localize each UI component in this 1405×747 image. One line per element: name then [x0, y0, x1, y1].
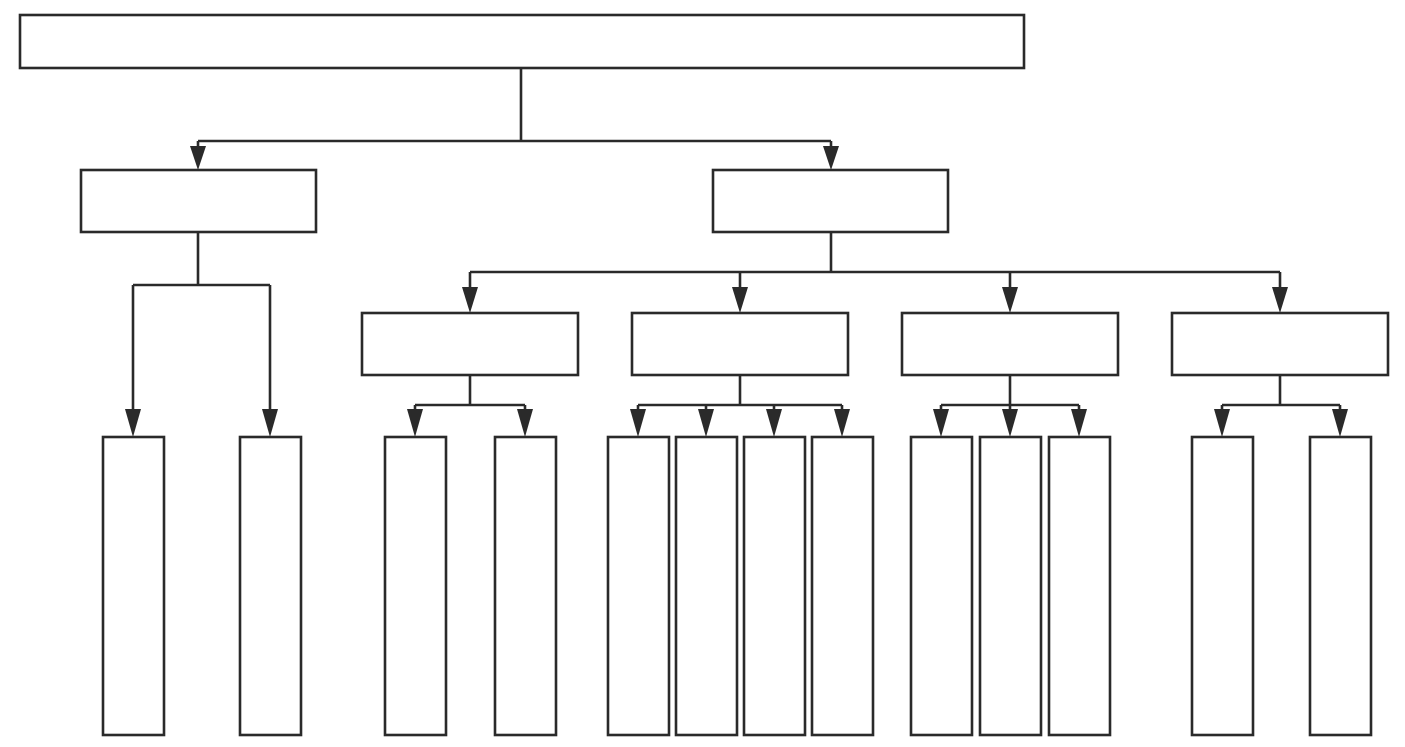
node-book-manage[interactable]: [711, 168, 950, 234]
node-leaf-edit-book-box[interactable]: [742, 435, 807, 737]
arrow-head-bookmanage: [823, 146, 839, 170]
arrow-head-leaf-confirm-return: [1071, 409, 1087, 437]
node-leaf-query-book-1[interactable]: [383, 435, 448, 737]
arrow-head-new-book-recommend: [462, 287, 478, 313]
node-leaf-query-book-3[interactable]: [909, 435, 974, 737]
node-book-borrow[interactable]: [630, 311, 850, 377]
node-leaf-edit-book[interactable]: [742, 435, 807, 737]
node-leaf-confirm-return-box[interactable]: [1047, 435, 1112, 737]
node-leaf-add-book[interactable]: [674, 435, 739, 737]
node-borrow-record-box[interactable]: [1170, 311, 1390, 377]
node-borrow-record[interactable]: [1170, 311, 1390, 377]
node-book-borrow-box[interactable]: [630, 311, 850, 377]
node-new-book-recommend-box[interactable]: [360, 311, 580, 377]
node-leaf-borrow-book-1-box[interactable]: [493, 435, 558, 737]
arrow-head-leaf-add-book: [698, 409, 714, 437]
arrow-head-leaf-borrow-book-2: [834, 409, 850, 437]
node-current-borrow-box[interactable]: [900, 311, 1120, 377]
node-leaf-query-record-box[interactable]: [1308, 435, 1373, 737]
node-leaf-query-book-2-box[interactable]: [606, 435, 671, 737]
node-leaf-return-book[interactable]: [978, 435, 1043, 737]
arrow-head-current-borrow: [1002, 287, 1018, 313]
arrow-head-leaf-user-logout: [262, 409, 278, 437]
node-leaf-user-login[interactable]: [101, 435, 166, 737]
node-leaf-borrow-book-1[interactable]: [493, 435, 558, 737]
node-leaf-user-logout[interactable]: [238, 435, 303, 737]
node-leaf-borrow-book-2[interactable]: [810, 435, 875, 737]
connectors: [125, 68, 1348, 437]
arrow-head-leaf-edit-book: [766, 409, 782, 437]
arrow-head-userlogin: [190, 146, 206, 170]
node-root[interactable]: [18, 13, 1026, 70]
node-leaf-query-record[interactable]: [1308, 435, 1373, 737]
node-new-book-recommend[interactable]: [360, 311, 580, 377]
node-leaf-add-book-box[interactable]: [674, 435, 739, 737]
arrow-head-leaf-borrow-book-1: [517, 409, 533, 437]
node-root-box[interactable]: [18, 13, 1026, 70]
node-leaf-add-record[interactable]: [1190, 435, 1255, 737]
arrow-head-leaf-query-book-2: [630, 409, 646, 437]
node-book-manage-box[interactable]: [711, 168, 950, 234]
node-leaf-query-book-3-box[interactable]: [909, 435, 974, 737]
arrow-head-book-borrow: [732, 287, 748, 313]
node-leaf-return-book-box[interactable]: [978, 435, 1043, 737]
node-leaf-add-record-box[interactable]: [1190, 435, 1255, 737]
arrow-head-leaf-add-record: [1214, 409, 1230, 437]
node-leaf-query-book-2[interactable]: [606, 435, 671, 737]
node-leaf-confirm-return[interactable]: [1047, 435, 1112, 737]
arrow-head-leaf-user-login: [125, 409, 141, 437]
arrow-head-borrow-record: [1272, 287, 1288, 313]
arrow-head-leaf-return-book: [1002, 409, 1018, 437]
node-user-login-box[interactable]: [79, 168, 318, 234]
node-leaf-query-book-1-box[interactable]: [383, 435, 448, 737]
node-current-borrow[interactable]: [900, 311, 1120, 377]
arrow-head-leaf-query-book-3: [933, 409, 949, 437]
arrow-head-leaf-query-record: [1332, 409, 1348, 437]
node-user-login[interactable]: [79, 168, 318, 234]
node-leaf-borrow-book-2-box[interactable]: [810, 435, 875, 737]
node-leaf-user-login-box[interactable]: [101, 435, 166, 737]
arrow-head-leaf-query-book-1: [407, 409, 423, 437]
node-leaf-user-logout-box[interactable]: [238, 435, 303, 737]
